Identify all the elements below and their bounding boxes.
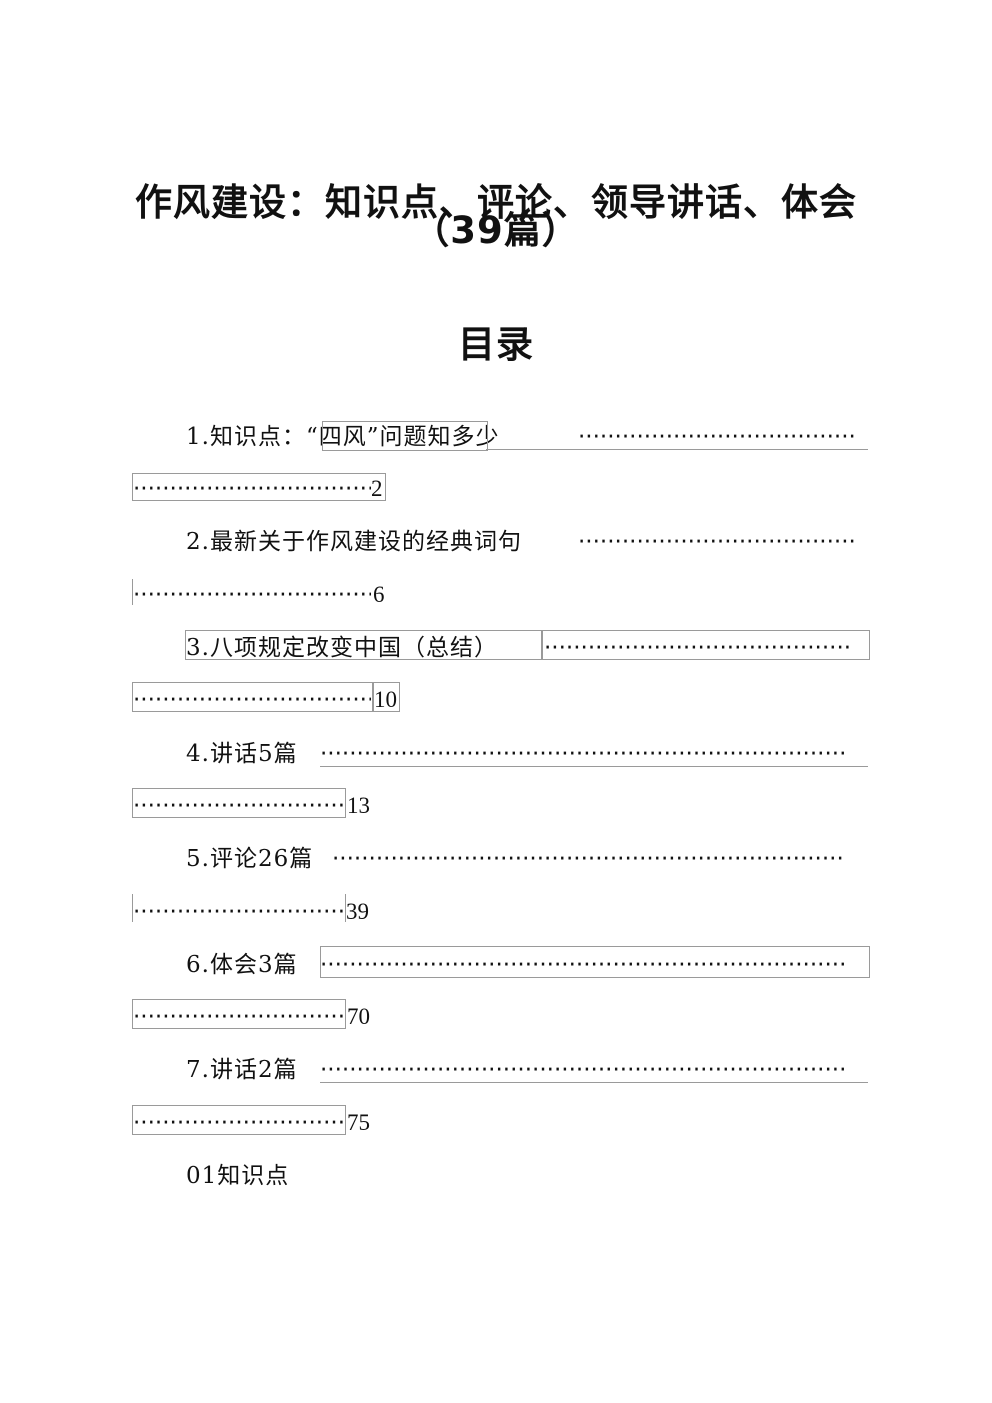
toc-entry-label: 5.评论26篇 <box>186 846 314 872</box>
toc-entry-6-line2[interactable]: ······························ 70 <box>133 1001 868 1033</box>
toc-entry-2-line1[interactable]: 2.最新关于作风建设的经典词句 ························… <box>186 526 868 558</box>
toc-entry-4-line1[interactable]: 4.讲话5篇 ·································… <box>186 738 868 770</box>
toc-page-number: 6 <box>373 582 385 607</box>
toc-entry-7-line2[interactable]: ······························ 75 <box>133 1107 868 1139</box>
toc-leader-dots: ········································… <box>332 846 844 872</box>
toc-leader-dots: ········································… <box>544 635 852 661</box>
toc-page-number: 13 <box>347 793 370 818</box>
toc-entry-3-line1[interactable]: 3.八项规定改变中国（总结） ·························… <box>186 632 868 664</box>
toc-leader-dots: ······························ <box>133 793 345 819</box>
toc-leader-dots: ·································· <box>133 476 371 502</box>
toc-leader-dots: ·································· <box>133 687 371 713</box>
toc-entry-1-line2[interactable]: ·································· 2 <box>133 473 868 505</box>
toc-leader-dots: ······································ <box>578 424 856 450</box>
toc-entry-label: 3.八项规定改变中国（总结） <box>186 635 498 661</box>
toc-heading: 目录 <box>458 323 534 366</box>
toc-entry-5-line2[interactable]: ······························ 39 <box>133 896 868 928</box>
toc-page-number: 75 <box>347 1110 370 1135</box>
toc-entry-3-line2[interactable]: ·································· 10 <box>133 684 868 716</box>
toc-entry-2-line2[interactable]: ·································· 6 <box>133 579 868 611</box>
toc-page-number: 2 <box>371 476 383 501</box>
toc-entry-label: 2.最新关于作风建设的经典词句 <box>186 529 522 555</box>
toc-entry-7-line1[interactable]: 7.讲话2篇 ·································… <box>186 1054 868 1086</box>
document-title-line1: 作风建设：知识点、评论、领导讲话、体会 <box>135 181 857 224</box>
toc-entry-label: 6.体会3篇 <box>186 952 298 978</box>
toc-page-number: 10 <box>374 687 397 712</box>
toc-entry-label: 7.讲话2篇 <box>186 1057 298 1083</box>
toc-leader-dots: ········································… <box>320 1057 847 1083</box>
toc-leader-dots: ······························ <box>133 899 345 925</box>
toc-page-number: 39 <box>346 899 369 924</box>
toc-entry-4-line2[interactable]: ······························ 13 <box>133 790 868 822</box>
toc-leader-dots: ········································… <box>320 952 847 978</box>
toc-leader-dots: ·································· <box>133 582 371 608</box>
toc-entry-label: 1.知识点：“四风”问题知多少 <box>186 424 500 450</box>
toc-leader-dots: ······································ <box>578 529 856 555</box>
document-title-line2: （39篇） <box>412 209 580 252</box>
toc-leader-dots: ······························ <box>133 1110 345 1136</box>
toc-entry-6-line1[interactable]: 6.体会3篇 ·································… <box>186 949 868 981</box>
toc-entry-1-line1[interactable]: 1.知识点：“四风”问题知多少 ························… <box>186 421 868 453</box>
toc-leader-dots: ······························ <box>133 1004 345 1030</box>
toc-leader-dots: ········································… <box>320 741 847 767</box>
toc-entry-label: 4.讲话5篇 <box>186 741 298 767</box>
toc-page-number: 70 <box>347 1004 370 1029</box>
toc-entry-5-line1[interactable]: 5.评论26篇 ································… <box>186 843 868 875</box>
section-heading: 01知识点 <box>186 1163 290 1189</box>
